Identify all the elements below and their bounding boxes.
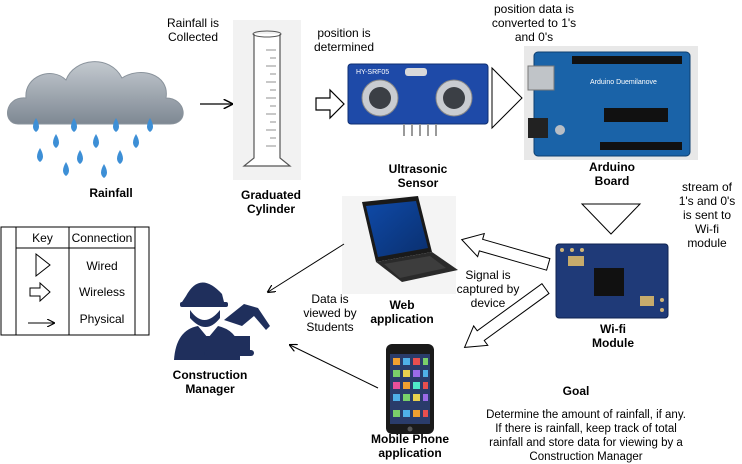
laptop-icon <box>342 196 458 294</box>
label-rainfall-collected: Rainfall is Collected <box>166 16 220 44</box>
arduino-brand-label: Arduino Duemilanove <box>590 79 657 86</box>
wireless-arrow-cylinder-to-sensor <box>315 88 345 120</box>
sensor-model-label: HY-SRF05 <box>356 69 389 76</box>
wireless-arrow-wifi-to-mobile <box>463 283 550 348</box>
node-label-wifi: Wi-fi Module <box>592 322 634 350</box>
wireless-arrow-wifi-to-web <box>460 232 551 271</box>
wired-arrow-sensor-to-arduino <box>491 66 523 130</box>
goal-text: Determine the amount of rainfall, if any… <box>486 409 686 463</box>
wifi-module-icon <box>555 243 669 319</box>
graduated-cylinder-icon <box>233 20 301 180</box>
legend-wired-icon <box>35 252 51 278</box>
node-label-cylinder: Graduated Cylinder <box>240 188 301 216</box>
legend-row-wired: Wired <box>86 259 118 273</box>
construction-manager-icon <box>174 282 270 360</box>
legend-row-wireless: Wireless <box>78 285 125 299</box>
label-data-viewed: Data is viewed by Students <box>303 292 357 334</box>
node-label-web: Web application <box>370 298 434 326</box>
physical-arrow-mobile-to-manager <box>290 345 379 389</box>
node-label-mobile: Mobile Phone application <box>371 432 449 460</box>
arduino-board-icon: Arduino Duemilanove <box>524 46 698 160</box>
legend-row-physical: Physical <box>79 312 125 326</box>
node-label-ultrasonic: Ultrasonic Sensor <box>388 162 448 190</box>
node-label-manager: Construction Manager <box>172 368 248 396</box>
smartphone-icon <box>386 344 434 434</box>
wired-arrow-arduino-to-wifi <box>580 203 642 235</box>
node-label-arduino: Arduino Board <box>589 160 635 188</box>
goal-title: Goal <box>562 384 590 398</box>
cloud-rain-icon <box>7 61 184 178</box>
node-label-rainfall: Rainfall <box>89 186 133 200</box>
label-signal-captured: Signal is captured by device <box>456 268 520 310</box>
label-position-determined: position is determined <box>313 26 375 54</box>
legend-header-key: Key <box>32 231 53 245</box>
ultrasonic-sensor-icon: HY-SRF05 <box>347 63 489 136</box>
label-position-converted: position data is converted to 1's and 0'… <box>491 2 577 44</box>
physical-arrow-web-to-manager <box>268 243 345 292</box>
label-stream-sent: stream of 1's and 0's is sent to Wi-fi m… <box>678 180 736 250</box>
legend-header-connection: Connection <box>71 231 133 245</box>
legend-wireless-icon <box>29 281 51 303</box>
legend-table <box>0 226 150 336</box>
